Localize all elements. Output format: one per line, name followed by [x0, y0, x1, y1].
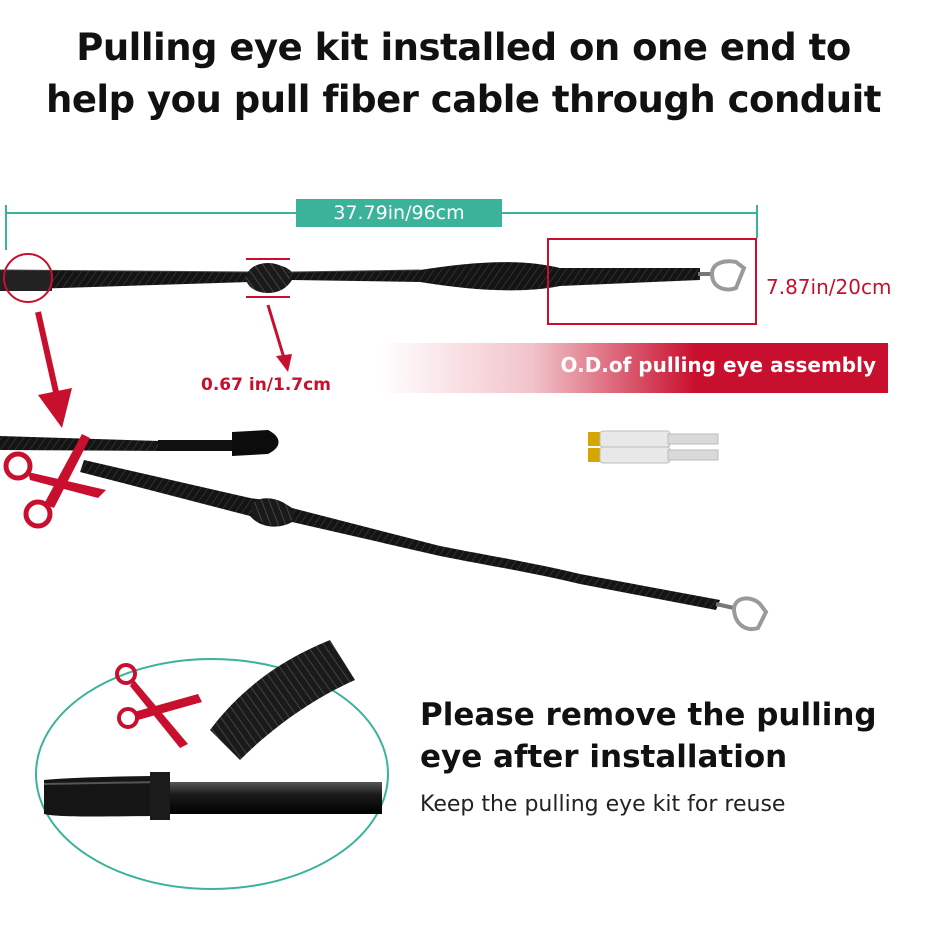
- od-value-label: 0.67 in/1.7cm: [201, 375, 331, 395]
- pulling-eye-hook-icon: [715, 596, 769, 631]
- removal-instruction-title: Please remove the pulling eye after inst…: [420, 694, 877, 778]
- od-banner-text: O.D.of pulling eye assembly: [560, 353, 876, 377]
- od-banner: O.D.of pulling eye assembly: [380, 343, 888, 393]
- headline-line-1: Pulling eye kit installed on one end to: [76, 26, 851, 69]
- closeup-oval: [35, 658, 389, 890]
- fiber-cable: [0, 430, 590, 457]
- cut-point-marker: [3, 253, 53, 303]
- pulling-eye-hook-icon: [698, 259, 747, 292]
- headline-line-2: help you pull fiber cable through condui…: [46, 78, 881, 121]
- total-length-label: 37.79in/96cm: [296, 199, 502, 227]
- arrow-down-icon: [266, 304, 292, 372]
- removal-instruction-line-1: Please remove the pulling: [420, 697, 877, 733]
- scissors-icon: [3, 434, 106, 529]
- od-dimension-marker: [246, 258, 290, 298]
- removed-pulling-sleeve: [80, 460, 720, 610]
- closeup-cable: [43, 640, 382, 820]
- lc-connector-icon: [588, 430, 719, 464]
- removal-instruction-line-2: eye after installation: [420, 739, 788, 775]
- top-cable: [0, 262, 700, 293]
- reuse-note: Keep the pulling eye kit for reuse: [420, 792, 786, 817]
- pulling-eye-highlight-box: [547, 238, 757, 325]
- scissors-icon: [115, 663, 202, 748]
- headline: Pulling eye kit installed on one end to …: [0, 22, 927, 126]
- arrow-down-icon: [35, 311, 72, 428]
- pulling-eye-length-label: 7.87in/20cm: [766, 275, 892, 299]
